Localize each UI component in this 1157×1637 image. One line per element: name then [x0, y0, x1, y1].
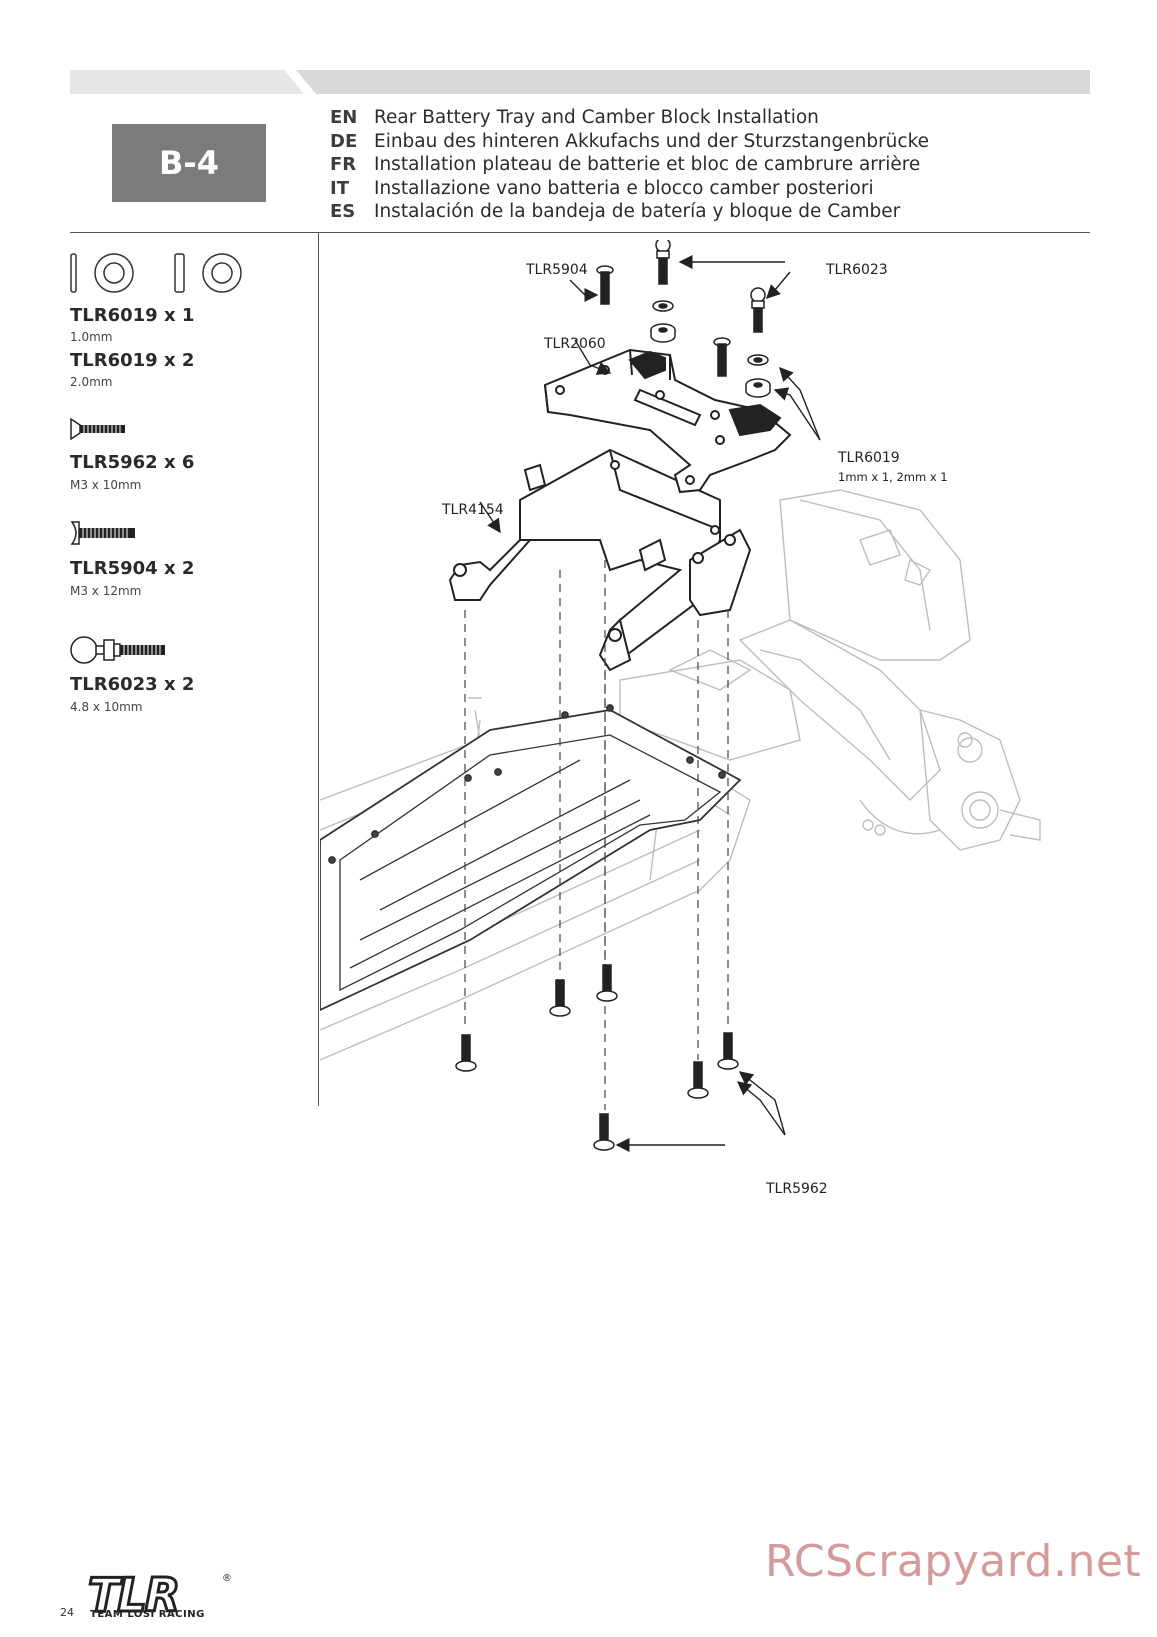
tlr-logo: TLR ® [87, 1567, 233, 1624]
battery-tray [448, 448, 752, 672]
title-text: Rear Battery Tray and Camber Block Insta… [374, 107, 819, 129]
washers-tlr6019 [650, 300, 771, 398]
part-label: TLR6019 x 1 [70, 305, 195, 326]
part-label: TLR5962 x 6 [70, 452, 195, 473]
lang-code: IT [330, 177, 349, 199]
title-row-en: EN Rear Battery Tray and Camber Block In… [330, 106, 929, 130]
title-row-es: ES Instalación de la bandeja de batería … [330, 200, 929, 224]
ball-stud-icon [70, 636, 165, 664]
callout-tlr4154: TLR4154 [442, 502, 504, 518]
title-text: Einbau des hinteren Akkufachs und der St… [374, 130, 930, 152]
exploded-assembly-diagram [320, 240, 1041, 1152]
title-row-de: DE Einbau des hinteren Akkufachs und der… [330, 130, 929, 154]
logo-subtitle: TEAM LOSI RACING [90, 1609, 205, 1620]
title-text: Instalación de la bandeja de batería y b… [374, 201, 901, 223]
svg-text:®: ® [222, 1573, 232, 1584]
part-size: M3 x 10mm [70, 478, 142, 492]
callout-tlr6023: TLR6023 [826, 262, 888, 278]
svg-text:TLR: TLR [88, 1568, 178, 1622]
flat-head-screw-icon [70, 418, 125, 440]
callout-tlr6019: TLR6019 [838, 450, 900, 466]
part-label: TLR6023 x 2 [70, 674, 195, 695]
ball-stud-tlr6023 [655, 240, 766, 333]
title-text: Installation plateau de batterie et bloc… [374, 154, 921, 176]
lang-code: DE [330, 130, 358, 152]
camber-block [543, 348, 792, 494]
lang-code: EN [330, 107, 358, 129]
lang-code: FR [330, 154, 357, 176]
title-row-fr: FR Installation plateau de batterie et b… [330, 153, 929, 177]
lang-code: ES [330, 201, 356, 223]
title-row-it: IT Installazione vano batteria e blocco … [330, 177, 929, 201]
part-size: 4.8 x 10mm [70, 700, 143, 714]
part-label: TLR6019 x 2 [70, 350, 195, 371]
part-size: M3 x 12mm [70, 584, 142, 598]
part-size: 2.0mm [70, 375, 113, 389]
title-text: Installazione vano batteria e blocco cam… [374, 177, 874, 199]
watermark: RCScrapyard.net [765, 1536, 1142, 1587]
step-badge: B-4 [112, 124, 266, 202]
header-bar [70, 70, 1090, 94]
callout-tlr5962: TLR5962 [766, 1181, 828, 1197]
part-size: 1.0mm [70, 330, 113, 344]
button-head-screw-icon [70, 521, 135, 545]
leader-arrows [479, 255, 821, 1152]
washer-1mm-icon [70, 253, 134, 293]
screw-tlr5904 [596, 265, 731, 377]
parts-divider [318, 232, 319, 1106]
header-divider [70, 232, 1090, 233]
screws-tlr5962 [455, 964, 739, 1151]
washer-2mm-icon [174, 253, 242, 293]
callout-tlr6019-sub: 1mm x 1, 2mm x 1 [838, 470, 948, 484]
part-label: TLR5904 x 2 [70, 558, 195, 579]
step-titles: EN Rear Battery Tray and Camber Block In… [330, 106, 929, 224]
page-number: 24 [60, 1606, 74, 1619]
chassis-plate [320, 704, 742, 1011]
alignment-lines [464, 560, 729, 1110]
callout-tlr5904: TLR5904 [526, 262, 588, 278]
step-code: B-4 [159, 144, 219, 182]
callout-tlr2060: TLR2060 [544, 336, 606, 352]
